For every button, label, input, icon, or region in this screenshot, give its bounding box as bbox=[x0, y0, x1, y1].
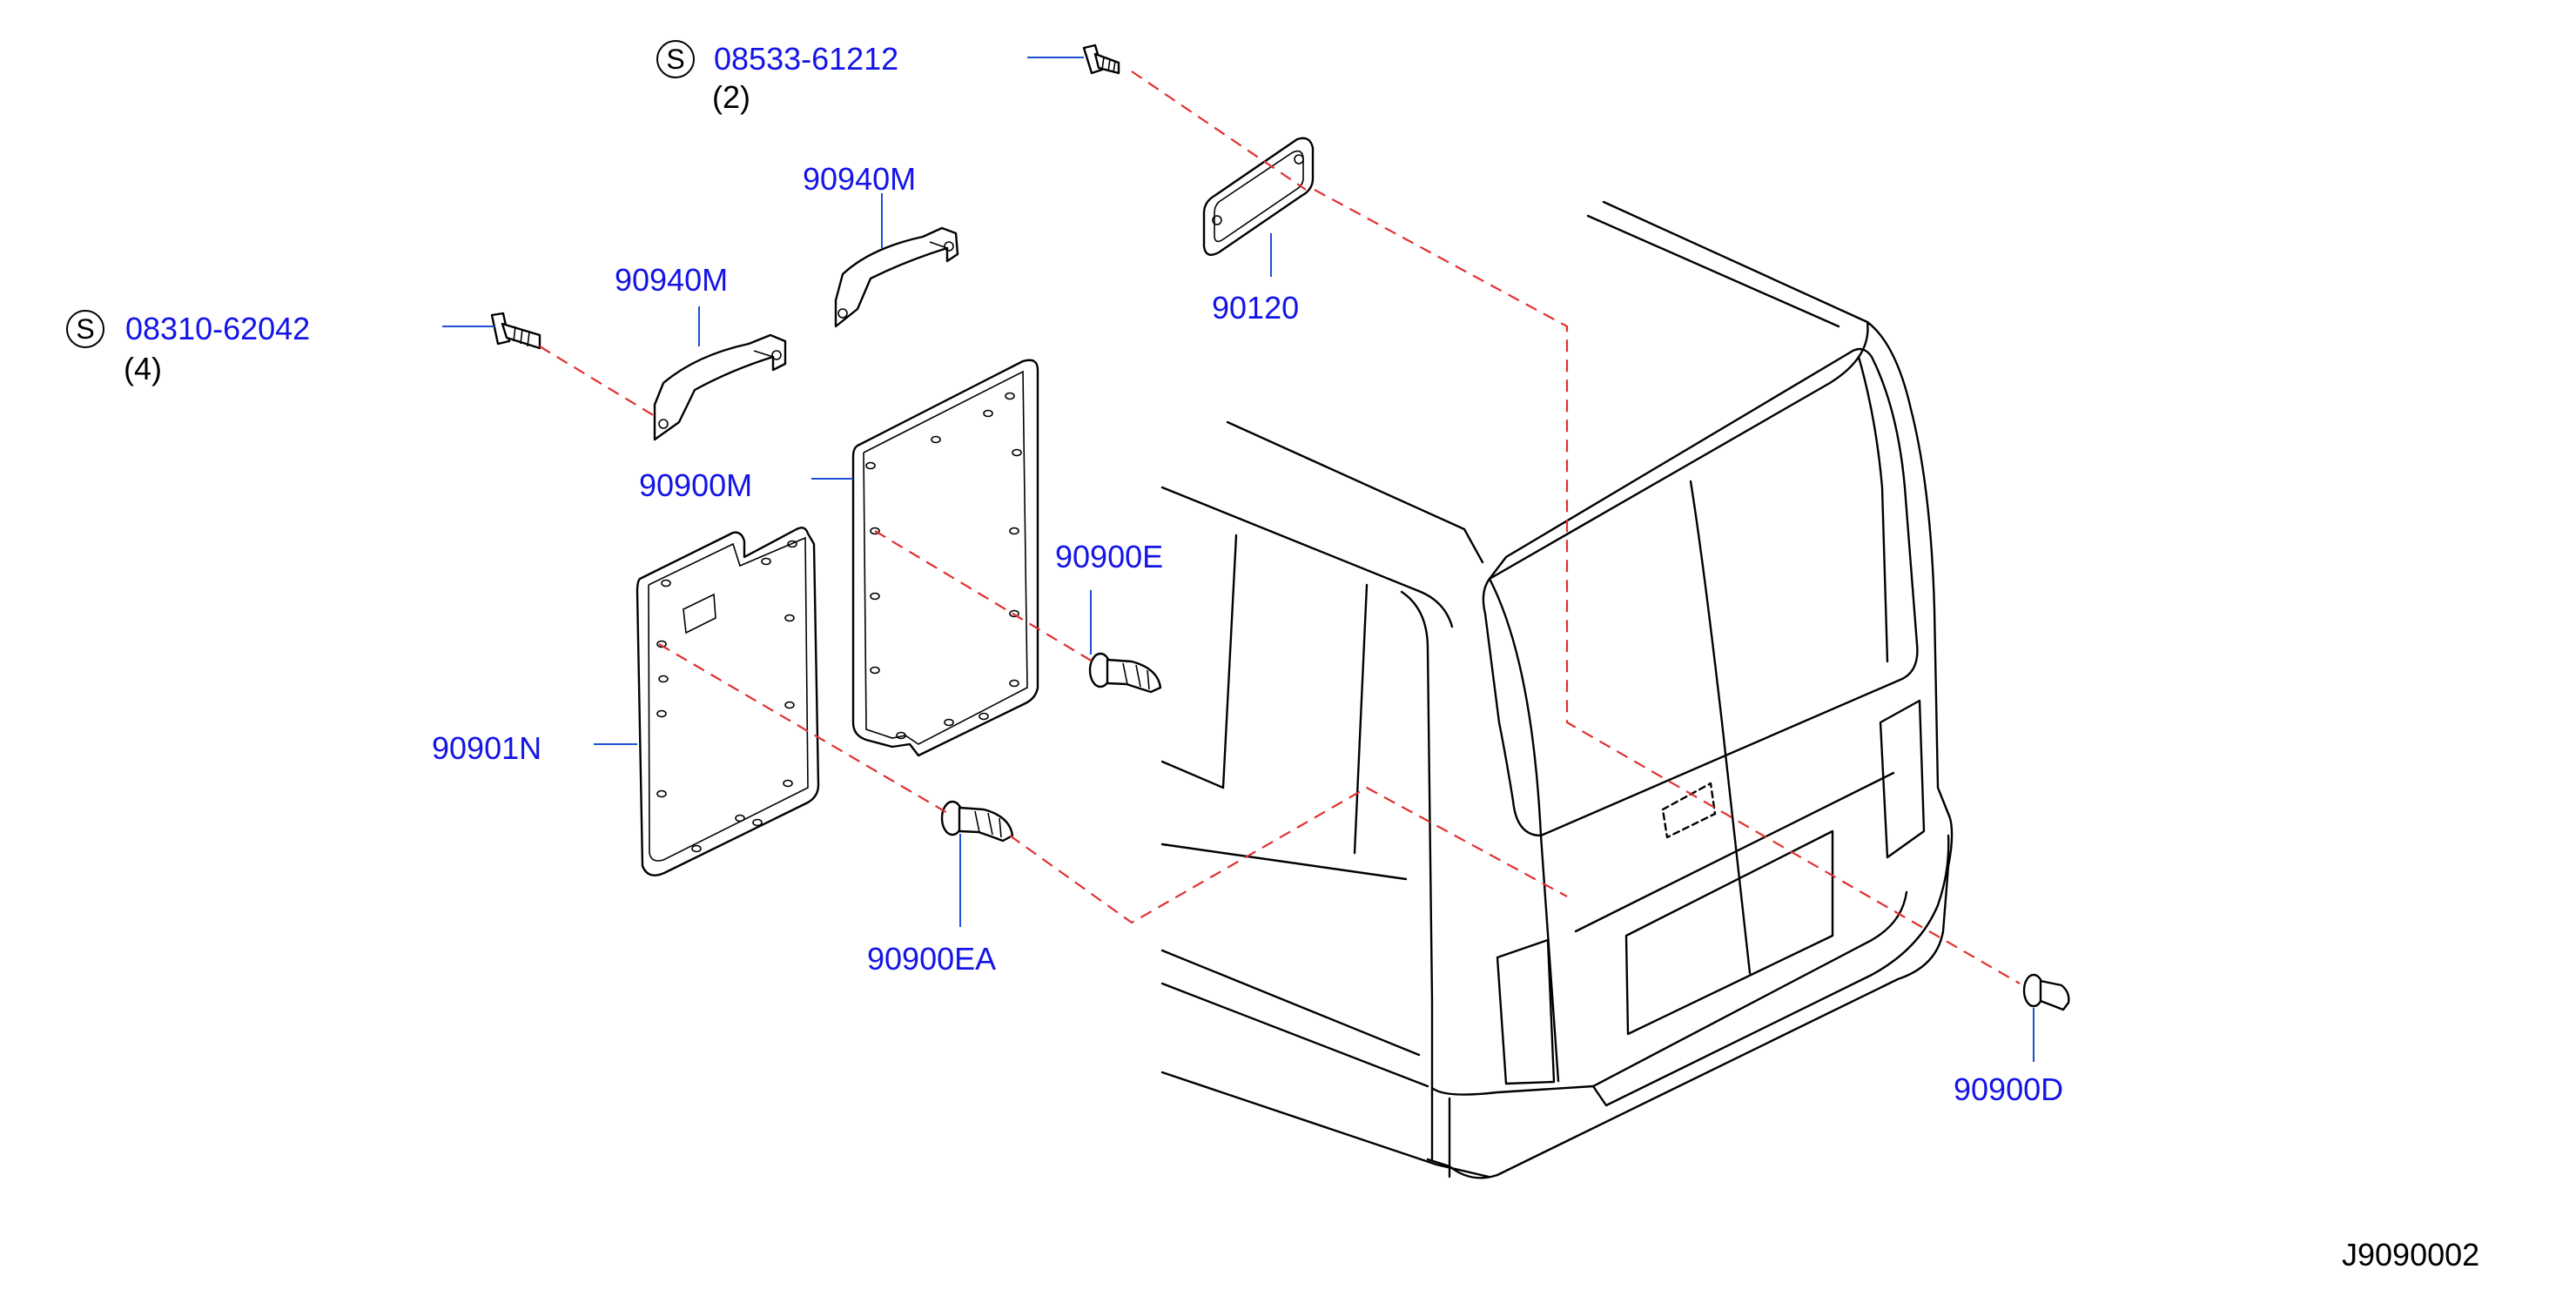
part-label-trim-upper[interactable]: 90900M bbox=[639, 467, 753, 503]
assembly-dashed-lines bbox=[539, 71, 2021, 984]
part-label-handle-upper[interactable]: 90940M bbox=[803, 161, 917, 197]
screw-08533-shape bbox=[1082, 44, 1120, 75]
part-label-handle-lower[interactable]: 90940M bbox=[615, 262, 729, 298]
clip-90900d-shape bbox=[2022, 973, 2070, 1011]
vehicle-body bbox=[1160, 200, 1954, 1179]
part-label-clip-d[interactable]: 90900D bbox=[1954, 1071, 2064, 1107]
quantity-s1: (2) bbox=[712, 79, 750, 115]
standard-part-badge-s1: S bbox=[656, 40, 695, 78]
diagram-reference-id: J9090002 bbox=[2342, 1237, 2480, 1272]
handle-upper-shape bbox=[834, 226, 959, 328]
clip-90900e-shape bbox=[1088, 652, 1162, 694]
leader-lines bbox=[442, 57, 2035, 1062]
handle-lower-shape bbox=[653, 333, 787, 441]
standard-part-badge-s2: S bbox=[66, 310, 104, 348]
quantity-s2: (4) bbox=[124, 351, 162, 386]
trim-upper-shape bbox=[851, 359, 1039, 757]
trim-lower-shape bbox=[636, 527, 820, 876]
part-label-clip-e[interactable]: 90900E bbox=[1055, 539, 1164, 574]
plate-90120-shape bbox=[1202, 137, 1315, 256]
screw-08310-shape bbox=[490, 312, 541, 350]
clip-90900ea-shape bbox=[940, 800, 1014, 843]
part-label-clip-ea[interactable]: 90900EA bbox=[867, 941, 997, 977]
part-label-trim-lower[interactable]: 90901N bbox=[432, 730, 542, 766]
part-label-plate[interactable]: 90120 bbox=[1212, 290, 1300, 326]
part-number-08533-61212[interactable]: 08533-61212 bbox=[714, 41, 899, 77]
part-number-08310-62042[interactable]: 08310-62042 bbox=[125, 311, 311, 346]
